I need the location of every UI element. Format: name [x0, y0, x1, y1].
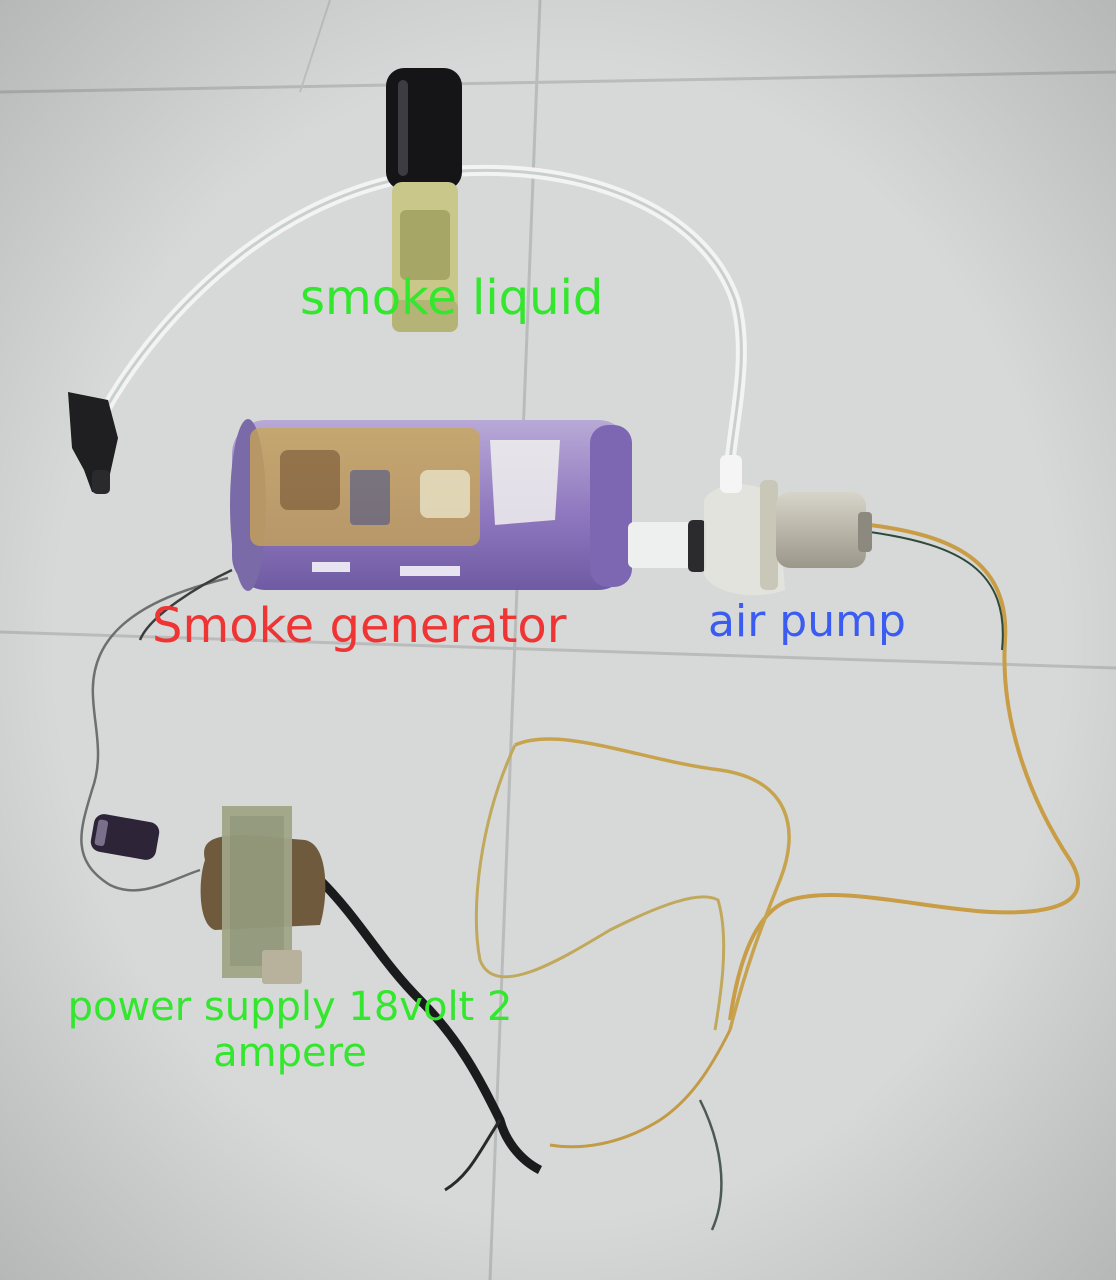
- wires: [80, 523, 1081, 1231]
- smoke-liquid-label: smoke liquid: [300, 270, 604, 326]
- capacitor: [90, 814, 160, 860]
- power-supply-transformer: [200, 806, 326, 984]
- air-pump: [628, 455, 872, 596]
- smoke-generator-can: [230, 419, 632, 591]
- air-pump-label: air pump: [708, 596, 906, 647]
- nozzle-connector: [68, 392, 118, 494]
- power-supply-label: power supply 18volt 2 ampere: [67, 984, 513, 1076]
- smoke-generator-label: Smoke generator: [152, 598, 567, 654]
- smoke-liquid-bottle: [386, 68, 462, 332]
- clear-tube: [100, 164, 747, 486]
